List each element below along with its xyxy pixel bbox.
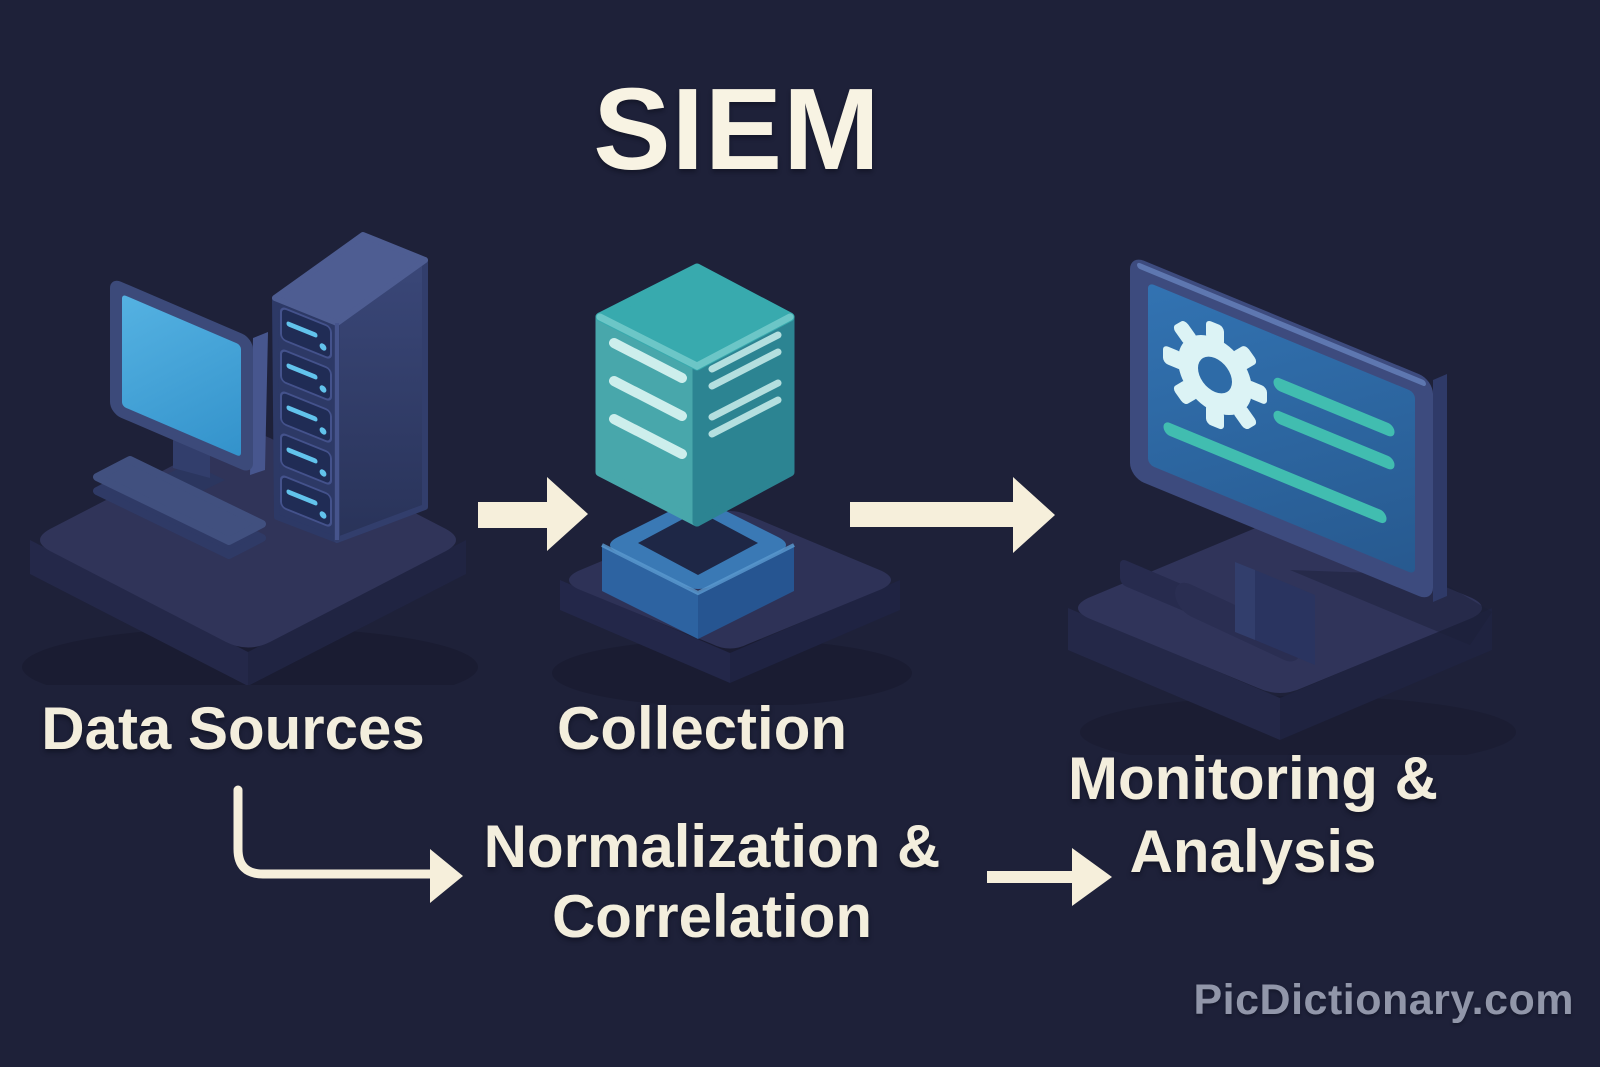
desktop-computer-and-server-icon <box>22 232 478 685</box>
label-line: Correlation <box>551 883 873 950</box>
monitor <box>1130 259 1447 602</box>
drive-bays <box>280 307 332 527</box>
data-cube-on-pedestal-icon <box>552 263 912 705</box>
gear-icon <box>1163 320 1267 430</box>
pedestal <box>601 501 795 639</box>
data-cube <box>595 263 795 527</box>
stage-label-data-sources: Data Sources <box>41 695 425 762</box>
watermark: PicDictionary.com <box>1193 976 1574 1024</box>
elbow-arrow-icon <box>233 785 463 903</box>
arrow-right-icon <box>478 477 588 551</box>
arrow-right-icon <box>850 477 1055 553</box>
stage-label-normalization-correlation: Normalization & Correlation <box>484 812 941 952</box>
keyboard-icon <box>93 456 266 559</box>
label-line: Normalization & <box>483 813 941 880</box>
monitor-with-gear-icon <box>1068 259 1516 755</box>
label-line: Monitoring & <box>1068 745 1438 812</box>
screen-report-lines <box>1163 377 1395 524</box>
cube-data-lines <box>609 331 782 459</box>
arrow-right-icon <box>987 848 1112 906</box>
server-tower-icon <box>272 232 428 543</box>
stage-label-monitoring-analysis: Monitoring & Analysis <box>1068 742 1438 888</box>
page-title: SIEM <box>593 64 881 194</box>
desktop-monitor-icon <box>110 280 268 497</box>
stage-label-collection: Collection <box>556 695 848 762</box>
monitor-stand <box>1235 562 1315 665</box>
label-line: Analysis <box>1129 818 1377 885</box>
